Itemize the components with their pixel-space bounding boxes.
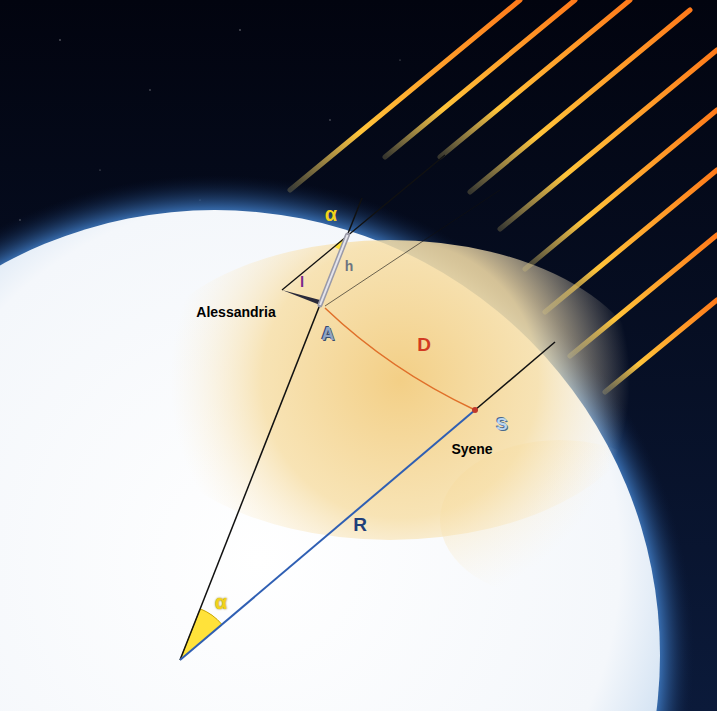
angle-symbol: α — [215, 592, 227, 612]
distance-label: D — [417, 335, 431, 354]
city-name: Alessandria — [196, 305, 275, 319]
shadow-length-label: l — [300, 274, 304, 289]
point-label: S — [496, 416, 507, 433]
angle-symbol: α — [325, 204, 337, 224]
gnomon-height-label: h — [345, 259, 354, 273]
city-name: Syene — [451, 442, 492, 456]
point-label: A — [322, 325, 335, 343]
radius-label: R — [353, 515, 367, 534]
